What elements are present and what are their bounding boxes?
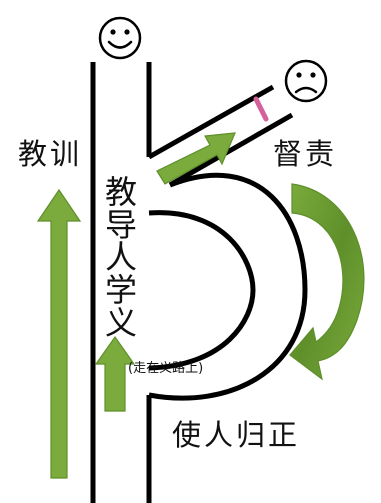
return-curve-outer — [148, 172, 308, 401]
label-instruct-righteousness: 教导人学义 — [104, 173, 137, 342]
arrow-up-left — [36, 188, 82, 479]
arrow-up-inner — [94, 335, 136, 412]
return-curve-inner — [148, 210, 256, 371]
label-restore-upright: 使人归正 — [172, 418, 301, 452]
branch-upper-line — [147, 84, 275, 160]
label-walk-in-righteousness: (走在义路上) — [128, 361, 204, 376]
arrow-return-curve — [289, 183, 365, 381]
arrow-diagonal-branch — [156, 132, 236, 185]
smiley-face-icon — [98, 16, 142, 60]
label-supervise-blame: 督责 — [273, 137, 338, 171]
frowning-face-icon — [284, 59, 328, 103]
branch-lower-line — [168, 112, 294, 188]
label-teach-correct: 教训 — [18, 137, 83, 171]
barrier-marker — [253, 96, 269, 122]
